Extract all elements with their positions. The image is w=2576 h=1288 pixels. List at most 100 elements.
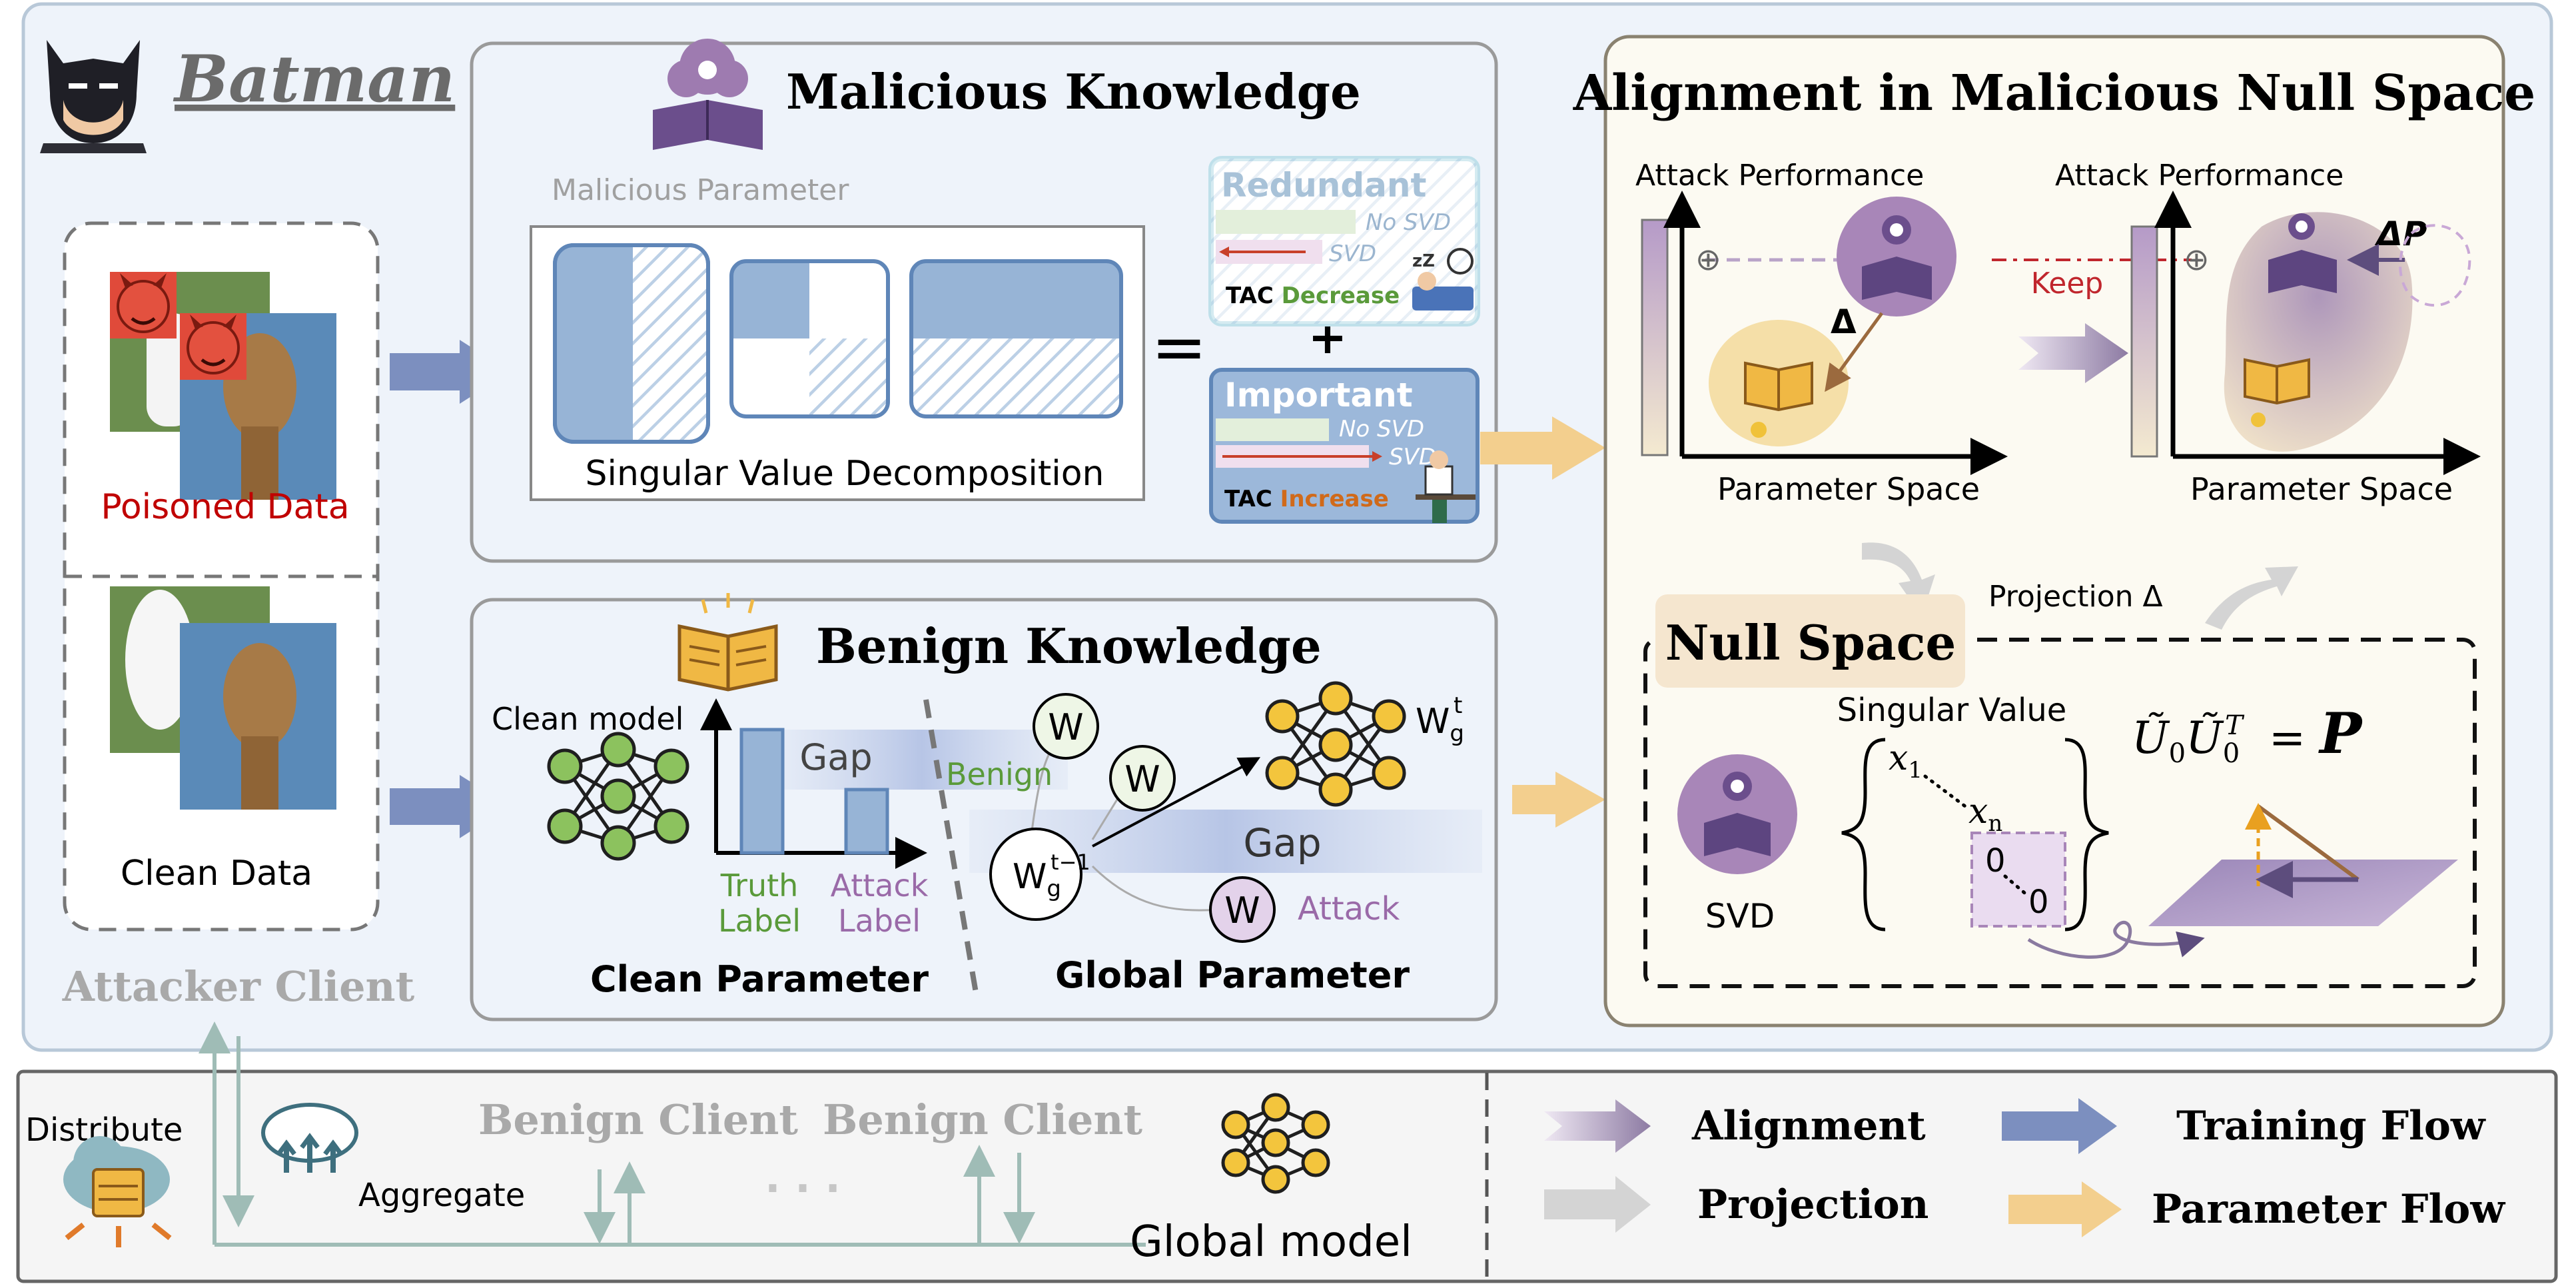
attack-word: Attack <box>1298 890 1400 928</box>
curved-link <box>2027 920 2205 959</box>
singular-value-label: Singular Value <box>1837 692 2067 729</box>
projected-vector <box>2257 804 2360 882</box>
poisoned-data-label: Poisoned Data <box>101 487 349 527</box>
w-label: W <box>1224 890 1260 932</box>
projection-label: Projection Δ <box>1988 580 2163 614</box>
batman-icon <box>40 40 147 153</box>
alignment-title: Alignment in Malicious Null Space <box>1573 65 2536 122</box>
ellipsis: · · · <box>765 1164 841 1213</box>
projection-formula: Ũ0Ũ0T = P <box>2132 700 2363 769</box>
target-icon-2: ⊕ <box>2184 241 2210 277</box>
delta-label: Δ <box>1831 303 1857 341</box>
sleeping-person-icon: zZ <box>1412 248 1474 311</box>
important-tac: TAC Increase <box>1224 486 1389 512</box>
malicious-parameter-label: Malicious Parameter <box>552 173 849 207</box>
parameter-flow-arrow <box>1480 416 1605 480</box>
legend-parameter-arrow <box>2008 1181 2122 1237</box>
svg-text:zZ: zZ <box>1412 251 1435 271</box>
clean-parameter-label: Clean Parameter <box>590 958 929 1000</box>
golden-book-aligned <box>2244 358 2310 427</box>
legend-alignment-arrow <box>1544 1099 1651 1153</box>
important-title: Important <box>1224 376 1413 414</box>
benign-client-label-1: Benign Client <box>478 1095 798 1144</box>
attack-label-bar <box>844 788 889 855</box>
open-book-icon <box>677 593 778 692</box>
benign-client-label-2: Benign Client <box>823 1095 1142 1144</box>
benign-word: Benign <box>946 756 1053 792</box>
redundant-no-svd: No SVD <box>1366 209 1451 236</box>
attack-performance-label-2: Attack Performance <box>2055 159 2344 193</box>
skull-book-icon <box>653 39 763 150</box>
projection-arrow-up <box>2205 566 2298 630</box>
attack-label-text: Attack <box>831 868 929 904</box>
devil-icon <box>110 272 177 338</box>
diag-dots-2 <box>2003 874 2030 898</box>
global-model-network-icon <box>1221 1093 1330 1194</box>
malicious-book-bubble <box>1837 197 1956 317</box>
parameter-space-label-1: Parameter Space <box>1717 471 1980 507</box>
global-parameter-label: Global Parameter <box>1055 954 1410 996</box>
malicious-book-aligned <box>2268 213 2337 293</box>
null-space-title: Null Space <box>1665 614 1956 671</box>
global-model-label: Global model <box>1130 1217 1412 1267</box>
w-label: W <box>1048 706 1083 748</box>
zero-1: 0 <box>1985 842 2006 880</box>
zero-2: 0 <box>2028 884 2049 921</box>
svg-text:Wgt−1: Wgt−1 <box>1013 850 1090 902</box>
svd-label: Singular Value Decomposition <box>586 454 1104 494</box>
attack-performance-label-1: Attack Performance <box>1635 159 1924 193</box>
svd-null-label: SVD <box>1705 897 1775 936</box>
keep-label: Keep <box>2031 267 2104 301</box>
benign-client-weight-2: W <box>1109 745 1176 812</box>
projection-plane <box>2148 860 2458 926</box>
attack-client-weight: W <box>1209 876 1276 943</box>
null-space-tab <box>1655 594 1965 688</box>
redundant-tac: TAC Decrease <box>1226 283 1400 309</box>
diag-dots-1 <box>1923 774 1967 808</box>
legend-training-arrow <box>2002 1098 2117 1154</box>
target-icon: ⊕ <box>1695 241 1721 277</box>
clean-data-label: Clean Data <box>121 854 312 894</box>
benign-client-weight-1: W <box>1033 693 1099 760</box>
gap-bar-chart: Gap <box>700 698 1068 869</box>
x1-label: x1 <box>1889 738 1923 784</box>
redundant-svd: SVD <box>1329 241 1376 267</box>
w-label: W <box>1124 758 1160 800</box>
truth-label-text: Truth <box>720 868 799 904</box>
legend-projection-arrow <box>1544 1176 1651 1233</box>
aggregate-cloud-icon <box>261 1103 358 1173</box>
alignment-arrow <box>2018 323 2128 383</box>
malicious-title: Malicious Knowledge <box>786 63 1361 120</box>
benign-panel-divider <box>923 699 979 993</box>
aggregate-label: Aggregate <box>358 1177 525 1214</box>
wg-prev-label: W <box>1013 857 1047 897</box>
truth-label-text-2: Label <box>718 903 801 939</box>
wg-label: Wgt <box>1416 692 1464 747</box>
benign-title: Benign Knowledge <box>816 618 1322 674</box>
zero-block <box>1970 832 2066 928</box>
important-card: Important No SVD SVD TAC Increase <box>1209 368 1480 524</box>
legend-parameter-label: Parameter Flow <box>2152 1186 2505 1233</box>
update-arrow <box>1092 757 1261 848</box>
batman-title: Batman <box>173 41 455 117</box>
left-brace <box>1841 738 1886 932</box>
client-links <box>199 1021 1146 1247</box>
gap-label: Gap <box>799 736 872 778</box>
delta-p-label: ΔP <box>2374 215 2427 253</box>
xn-label: xn <box>1968 792 2002 837</box>
parameter-space-label-2: Parameter Space <box>2190 471 2453 507</box>
attack-label-text-2: Label <box>838 903 921 939</box>
matrix-u <box>553 243 710 444</box>
equals-sign: = <box>1151 308 1207 386</box>
server-cloud-icon <box>63 1136 172 1247</box>
clean-model-label: Clean model <box>492 701 683 737</box>
parameter-flow-arrow <box>1512 772 1605 828</box>
legend-training-label: Training Flow <box>2176 1103 2486 1149</box>
right-brace <box>2064 738 2109 932</box>
global-weight-prev: Wgt−1 <box>989 828 1090 921</box>
gap-label-global: Gap <box>1243 820 1321 866</box>
delta-arrow <box>1825 312 1884 392</box>
svd-skull-book-icon <box>1677 754 1797 874</box>
performance-bar-1 <box>1641 219 1669 456</box>
